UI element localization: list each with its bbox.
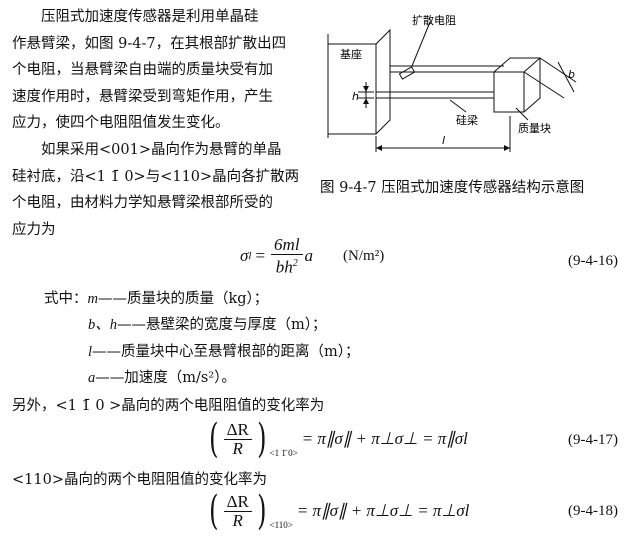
para3: 另外，<1 1̄ 0 >晶向的两个电阻阻值的变化率为 xyxy=(12,398,325,414)
resistor-leader xyxy=(411,21,431,67)
where-text-a: ——加速度（m/s²）。 xyxy=(95,370,236,386)
intro-line: 作悬臂梁，如图 9-4-7，在其根部扩散出四 xyxy=(12,35,287,52)
second-paragraph: 如果采用<001>晶向作为悬臂的单晶 硅衬底，沿<1 1̄ 0>与<110>晶向… xyxy=(12,137,302,243)
resistor-shape xyxy=(398,66,416,80)
where-block: 式中：m——质量块的质量（kg）； xyxy=(44,286,268,313)
eq1-den-sup: 2 xyxy=(292,258,298,269)
eq1-tail: a xyxy=(304,246,314,266)
intro-paragraph: 压阻式加速度传感器是利用单晶硅 作悬臂梁，如图 9-4-7，在其根部扩散出四 个… xyxy=(12,4,302,137)
para4: <110>晶向的两个电阻阻值的变化率为 xyxy=(12,472,267,488)
where-intro: 式中： xyxy=(44,291,88,307)
equation-110: ( ΔR R ) <110> = π∥σ∥ + π⊥σ⊥ = π⊥σl xyxy=(209,488,470,534)
b-dim-line2 xyxy=(523,71,565,99)
eq3-numerator: ΔR xyxy=(223,492,252,512)
base-outline xyxy=(328,28,391,135)
beam-leader xyxy=(449,99,467,113)
where-item-l: l——质量块中心至悬臂根部的距离（m）； xyxy=(88,340,360,361)
where-text-m: ——质量块的质量（kg）； xyxy=(97,291,269,307)
eq1-lhs-sub: l xyxy=(248,250,252,263)
label-l: l xyxy=(442,134,445,147)
intro-line: 个电阻，当悬臂梁自由端的质量块受有加 xyxy=(12,62,273,78)
where-sym-m: m xyxy=(87,291,98,307)
eq2-rhs: = π∥σ∥ + π⊥σ⊥ = π∥σl xyxy=(301,429,468,448)
eq1-unit: (N/m²) xyxy=(343,247,385,264)
label-mass: 质量块 xyxy=(518,122,551,135)
eq1-denominator: bh xyxy=(275,257,293,277)
para2-line: 如果采用<001>晶向作为悬臂的单晶 xyxy=(41,142,282,158)
eq1-number: (9-4-16) xyxy=(568,253,618,269)
label-base: 基座 xyxy=(340,47,362,61)
eq2-sub: <1 1̄ 0> xyxy=(269,448,298,458)
where-item-bh: b、h——悬壁梁的宽度与厚度（m）； xyxy=(88,313,327,334)
intro-line: 应力，使四个电阻阻值发生变化。 xyxy=(12,115,230,131)
h-arrows xyxy=(363,86,369,104)
mass-block xyxy=(493,57,541,113)
figure-caption: 图 9-4-7 压阻式加速度传感器结构示意图 xyxy=(320,180,585,196)
label-h: h xyxy=(352,90,359,103)
para2-line: 硅衬底，沿<1 1̄ 0>与<110>晶向各扩散两 xyxy=(12,168,300,185)
eq1-numerator: 6ml xyxy=(271,236,303,255)
eq2-number: (9-4-17) xyxy=(568,432,618,448)
accelerometer-figure: 扩散电阻 基座 硅梁 质量块 h b l xyxy=(327,13,577,152)
where-text-l: ——质量块中心至悬臂根部的距离（m）； xyxy=(92,344,360,360)
where-sym-l: l xyxy=(88,344,93,360)
eq3-sub: <110> xyxy=(269,520,293,530)
para2-line: 个电阻，由材料力学知悬臂梁根部所受的 xyxy=(12,195,273,211)
para2-line: 应力为 xyxy=(12,221,56,238)
intro-line: 压阻式加速度传感器是利用单晶硅 xyxy=(41,9,259,25)
eq3-denominator: R xyxy=(232,510,243,530)
intro-line: 速度作用时，悬臂梁受到弯矩作用，产生 xyxy=(12,88,273,105)
where-item-a: a——加速度（m/s²）。 xyxy=(88,366,236,387)
eq2-denominator: R xyxy=(232,438,243,458)
b-dim-line xyxy=(539,57,577,83)
label-diffused-resistor: 扩散电阻 xyxy=(412,13,456,27)
b-dim xyxy=(557,61,575,93)
equation-1-10: ( ΔR R ) <1 1̄ 0> = π∥σ∥ + π⊥σ⊥ = π∥σl xyxy=(209,416,468,462)
eq2-numerator: ΔR xyxy=(223,420,252,440)
where-sym-a: a xyxy=(88,370,96,386)
eq3-number: (9-4-18) xyxy=(568,503,618,519)
where-text-bh: ——悬壁梁的宽度与厚度（m）； xyxy=(117,317,327,333)
label-beam: 硅梁 xyxy=(456,113,478,127)
eq3-rhs: = π∥σ∥ + π⊥σ⊥ = π⊥σl xyxy=(296,501,470,520)
mass-leader xyxy=(515,107,529,121)
where-sym-bh: b、h xyxy=(88,317,117,333)
eq1-lhs: σ xyxy=(240,246,249,266)
label-b: b xyxy=(568,68,575,81)
